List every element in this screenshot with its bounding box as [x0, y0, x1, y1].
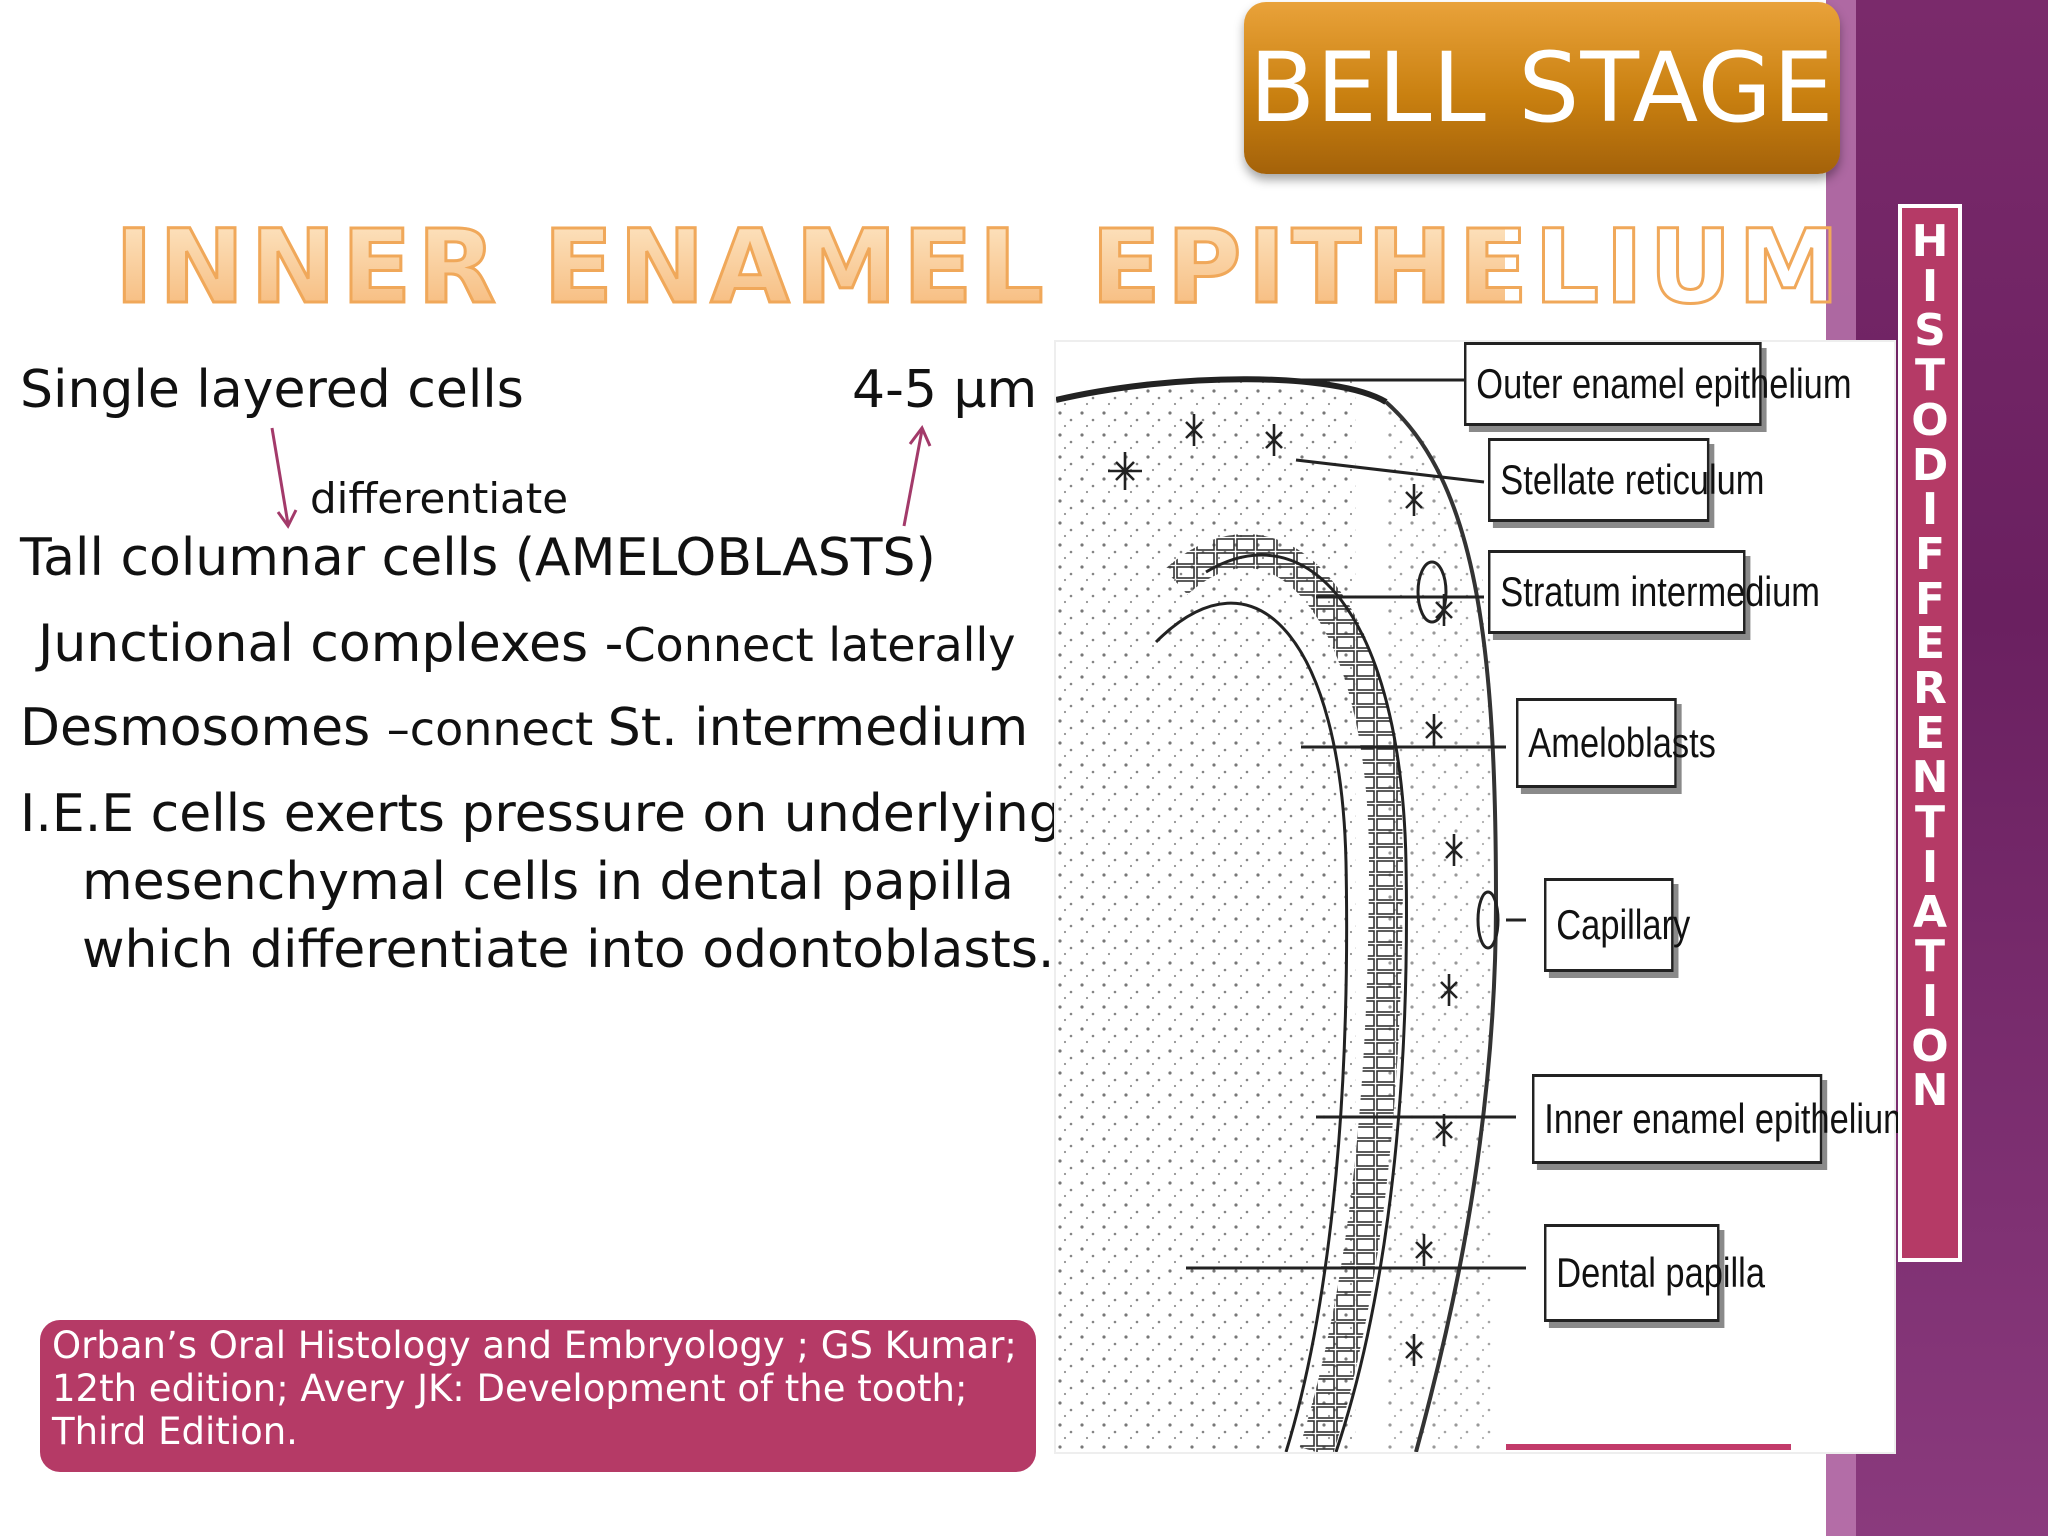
side-letter: T: [1914, 350, 1945, 402]
label-capillary: Capillary: [1544, 878, 1690, 972]
side-label-histodifferentiation: H I S T O D I F F E R E N T I A T I O N: [1898, 204, 1962, 1262]
side-letter: D: [1911, 439, 1949, 491]
label-capillary-text: Capillary: [1556, 901, 1691, 948]
side-letter: T: [1914, 931, 1945, 983]
side-letter: A: [1912, 886, 1948, 938]
side-letter: N: [1911, 752, 1949, 804]
text-single-layered: Single layered cells: [20, 360, 524, 420]
label-stratum-text: Stratum intermedium: [1500, 568, 1820, 615]
tooth-germ-diagram: Outer enamel epithelium Stellate reticul…: [1055, 342, 1912, 1457]
side-letter: N: [1911, 1065, 1949, 1117]
side-letter: T: [1914, 797, 1945, 849]
text-iee-line1: I.E.E cells exerts pressure on underlyin…: [20, 784, 1062, 844]
side-letter: R: [1913, 663, 1947, 715]
side-letter: H: [1911, 216, 1949, 267]
side-letter: S: [1914, 305, 1946, 357]
title-tab-text: BELL STAGE: [1249, 32, 1835, 144]
text-desmosomes-main: Desmosomes: [20, 698, 387, 758]
label-inner-text: Inner enamel epithelium: [1544, 1095, 1912, 1142]
side-letter: I: [1921, 975, 1939, 1027]
up-arrow-head: [908, 425, 932, 447]
text-tall-columnar: Tall columnar cells (AMELOBLASTS): [20, 528, 936, 588]
label-inner-enamel-epithelium: Inner enamel epithelium: [1532, 1074, 1912, 1164]
text-iee-line3: which differentiate into odontoblasts.: [82, 920, 1055, 980]
title-tab: BELL STAGE: [1244, 2, 1840, 174]
side-letter: I: [1921, 484, 1939, 536]
text-differentiate: differentiate: [310, 474, 569, 523]
text-size: 4-5 μm: [852, 360, 1038, 420]
text-junctional: Junctional complexes -Connect laterally: [38, 614, 1015, 674]
side-letter: F: [1914, 573, 1946, 625]
text-iee-line2: mesenchymal cells in dental papilla: [82, 852, 1014, 912]
text-junctional-main: Junctional complexes -: [38, 614, 624, 674]
text-junctional-small: Connect laterally: [623, 618, 1016, 672]
label-outer-text: Outer enamel epithelium: [1476, 360, 1852, 407]
label-ameloblasts: Ameloblasts: [1516, 698, 1716, 788]
reference-line-1: Orban’s Oral Histology and Embryology ; …: [52, 1324, 1017, 1367]
side-letter: E: [1914, 707, 1946, 759]
side-letter: E: [1914, 618, 1946, 670]
label-dental-papilla: Dental papilla: [1544, 1224, 1765, 1322]
label-stellate-text: Stellate reticulum: [1500, 456, 1765, 503]
label-stratum-intermedium: Stratum intermedium: [1488, 550, 1820, 634]
side-letter: O: [1911, 394, 1949, 446]
text-desmosomes: Desmosomes –connect St. intermedium: [20, 698, 1028, 758]
label-ameloblasts-text: Ameloblasts: [1528, 719, 1716, 766]
reference-box: Orban’s Oral Histology and Embryology ; …: [40, 1320, 1036, 1472]
reference-line-2: 12th edition; Avery JK: Development of t…: [52, 1367, 968, 1410]
text-desmosomes-end: St. intermedium: [607, 698, 1029, 758]
side-letter: O: [1911, 1020, 1949, 1072]
down-arrow-head: [276, 509, 298, 529]
up-arrow: [902, 429, 924, 527]
label-papilla-text: Dental papilla: [1556, 1249, 1766, 1296]
text-desmosomes-small: –connect: [386, 702, 608, 756]
side-letter: I: [1921, 260, 1939, 312]
reference-line-3: Third Edition.: [52, 1410, 298, 1453]
side-letter: F: [1914, 528, 1946, 580]
down-arrow: [270, 427, 290, 525]
side-letter: I: [1921, 841, 1939, 893]
label-stellate-reticulum: Stellate reticulum: [1488, 438, 1764, 522]
label-outer-enamel-epithelium: Outer enamel epithelium: [1464, 342, 1852, 426]
tooth-germ-illustration: [1055, 376, 1791, 1457]
